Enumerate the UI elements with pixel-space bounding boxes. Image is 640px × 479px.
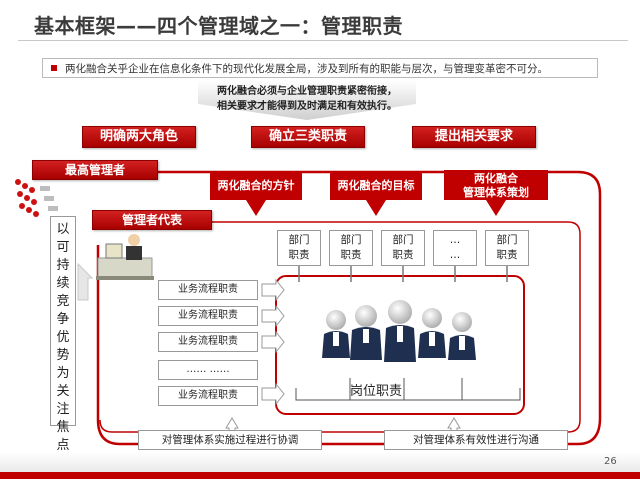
vertical-focus-text: 以可持续竞争优势为关注焦点 (50, 216, 76, 453)
policy-label-3-line-1: 两化融合 (474, 172, 518, 185)
post-duty-label: 岗位职责 (350, 384, 403, 399)
process-duty-box: 业务流程职责 (158, 306, 258, 326)
dept-duty-box: 部门 职责 (381, 230, 425, 266)
dept-duty-box: 部门 职责 (329, 230, 373, 266)
duty-label: … (449, 249, 461, 261)
dept-label: 部门 (496, 234, 518, 246)
page-title: 基本框架——四个管理域之一：管理职责 (34, 14, 403, 38)
dept-label: 部门 (340, 234, 362, 246)
note-line-2: 相关要求才能得到及时满足和有效执行。 (217, 101, 397, 112)
process-duty-box: 业务流程职责 (158, 280, 258, 300)
policy-label-2: 两化融合的目标 (337, 179, 415, 192)
duty-label: 职责 (496, 249, 518, 261)
dept-label: … (449, 234, 461, 246)
note-arrow (198, 80, 416, 120)
footer-red-strip (0, 472, 640, 479)
policy-label-3: 两化融合 管理体系策划 (444, 172, 548, 200)
duty-label: 职责 (340, 249, 362, 261)
info-box: 两化融合关乎企业在信息化条件下的现代化发展全局，涉及到所有的职能与层次，与管理变… (42, 58, 598, 78)
role-button-three-duties: 确立三类职责 (251, 126, 365, 148)
manager-desk-icon (96, 234, 154, 280)
coordination-box: 对管理体系实施过程进行协调 (138, 430, 322, 450)
dept-label: 部门 (392, 234, 414, 246)
page-number: 26 (604, 456, 617, 467)
policy-label-3-line-2: 管理体系策划 (463, 186, 529, 199)
policy-label-1: 两化融合的方针 (217, 179, 295, 192)
process-duty-box: 业务流程职责 (158, 386, 258, 406)
role-button-two-roles: 明确两大角色 (82, 126, 196, 148)
dept-duty-box: 部门 职责 (485, 230, 529, 266)
policy-arrow-1 (210, 172, 302, 216)
policy-arrow-3 (444, 170, 548, 216)
manager-rep-label: 管理者代表 (92, 210, 212, 230)
dept-duty-box: 部门 职责 (277, 230, 321, 266)
note-line-1: 两化融合必须与企业管理职责紧密衔接， (217, 86, 397, 97)
staff-figures-icon (322, 300, 476, 362)
process-duty-box: 业务流程职责 (158, 332, 258, 352)
dept-label: 部门 (288, 234, 310, 246)
bullet-square-icon (51, 65, 57, 71)
role-button-requirements: 提出相关要求 (412, 126, 536, 148)
info-text: 两化融合关乎企业在信息化条件下的现代化发展全局，涉及到所有的职能与层次，与管理变… (65, 63, 548, 75)
title-divider (18, 40, 628, 41)
communication-box: 对管理体系有效性进行沟通 (384, 430, 568, 450)
process-duty-box: …… …… (158, 360, 258, 380)
duty-label: 职责 (288, 249, 310, 261)
top-manager-label: 最高管理者 (32, 160, 158, 180)
dept-duty-box: … … (433, 230, 477, 266)
duty-label: 职责 (392, 249, 414, 261)
note-text: 两化融合必须与企业管理职责紧密衔接， 相关要求才能得到及时满足和有效执行。 (200, 84, 414, 114)
policy-arrow-2 (330, 172, 422, 216)
